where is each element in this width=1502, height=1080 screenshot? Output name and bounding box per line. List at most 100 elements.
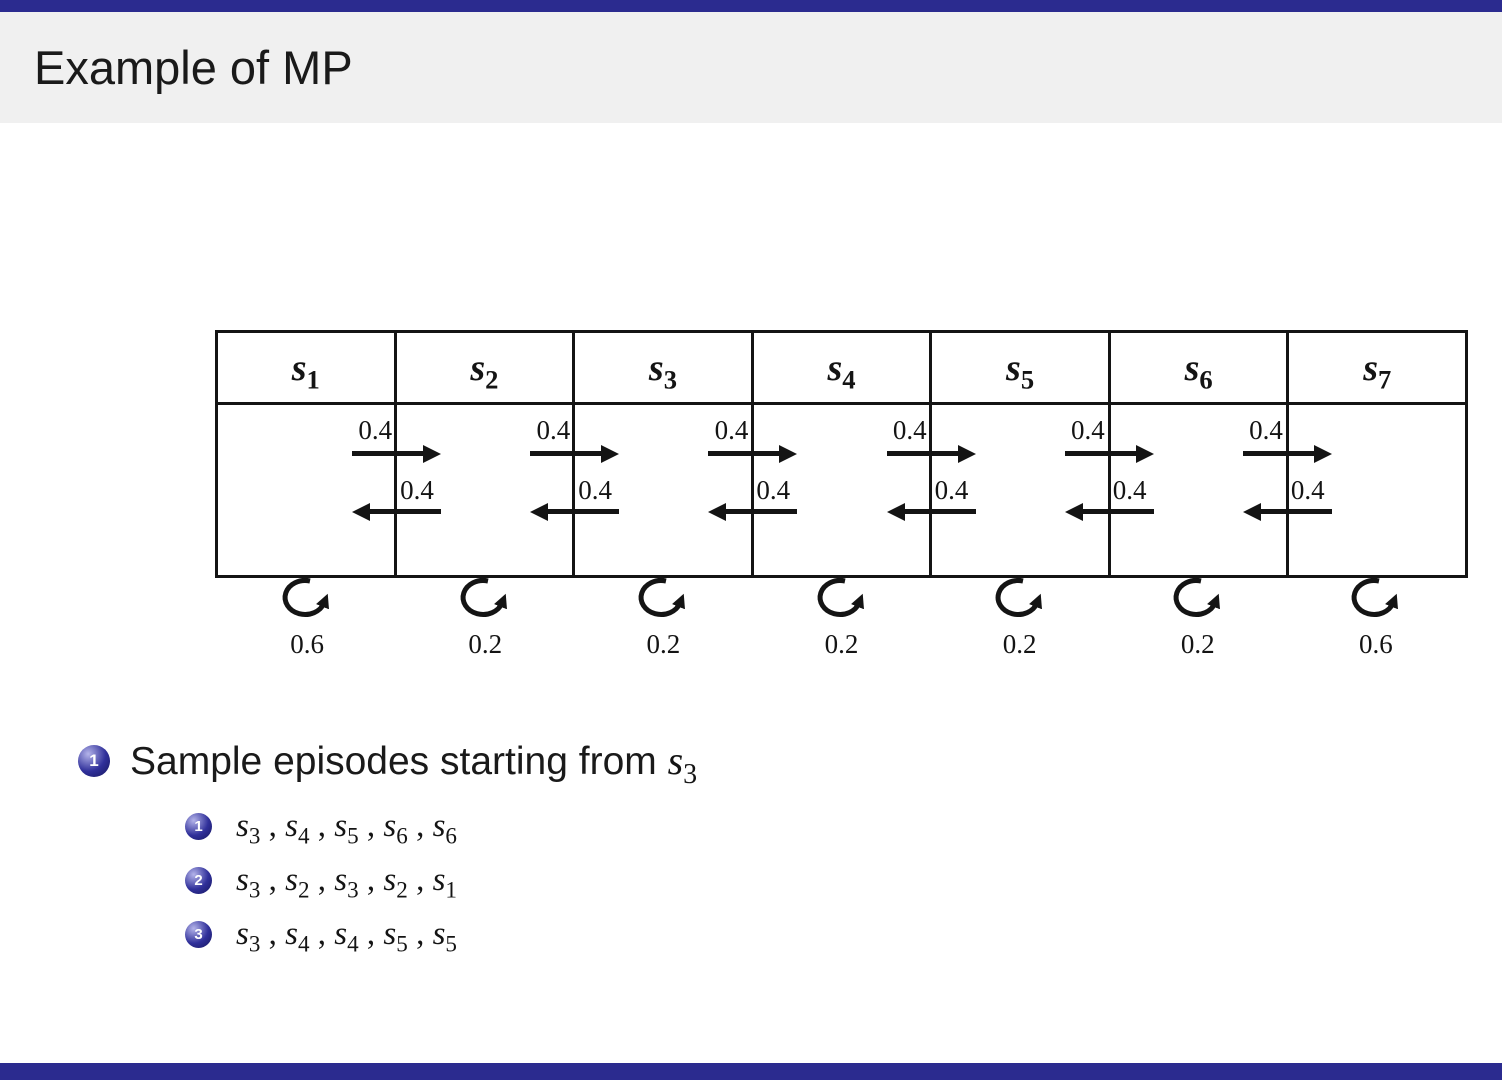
state-column: s4 <box>753 333 933 575</box>
state-index: 3 <box>663 364 677 395</box>
episode-state: s4 <box>285 916 309 955</box>
state-cell: s3 <box>575 333 751 405</box>
state-label: s5 <box>1006 346 1034 393</box>
state-symbol: s <box>236 862 249 898</box>
episode-state: s4 <box>285 808 309 847</box>
state-symbol: s <box>1006 346 1021 389</box>
state-cell-body <box>932 405 1108 575</box>
state-index: 4 <box>297 930 310 957</box>
self-loop-probability: 0.2 <box>1180 629 1215 659</box>
slide-body: 1 Sample episodes starting from s3 1 s3 … <box>78 737 697 955</box>
state-index: 3 <box>347 876 359 903</box>
state-cell-body <box>397 405 573 575</box>
state-cell-body <box>1111 405 1287 575</box>
state-symbol: s <box>334 808 348 844</box>
episode-separator: , <box>366 808 384 844</box>
episode-state: s5 <box>432 916 457 955</box>
state-index: 4 <box>842 364 856 395</box>
state-index: 6 <box>445 822 457 849</box>
state-symbol: s <box>648 346 664 389</box>
episode-state: s3 <box>236 916 260 955</box>
episode-badge: 3 <box>185 921 212 948</box>
episode-item: 1 s3 , s4 , s5 , s6 , s6 <box>185 808 697 847</box>
state-table: s1 s2 s3 s4 s5 s6 s7 <box>215 330 1468 578</box>
state-index: 4 <box>347 930 359 957</box>
episode-state: s6 <box>433 808 457 847</box>
episode-state: s2 <box>285 862 309 901</box>
episode-state: s3 <box>236 862 260 901</box>
state-symbol: s <box>383 916 397 952</box>
self-loop-probability: 0.6 <box>1359 629 1393 659</box>
state-index: 6 <box>1199 364 1213 395</box>
state-symbol: s <box>334 916 348 952</box>
episode-separator: , <box>366 862 384 898</box>
episode-state: s3 <box>334 862 358 901</box>
state-label: s6 <box>1184 346 1213 393</box>
state-symbol: s <box>432 916 446 952</box>
state-column: s7 <box>1289 333 1466 575</box>
episode-badge: 2 <box>185 867 212 894</box>
episode-separator: , <box>268 808 286 844</box>
state-cell: s5 <box>932 333 1108 405</box>
state-index: 3 <box>683 759 698 790</box>
state-index: 4 <box>297 822 310 849</box>
episode-sequence: s3 , s4 , s4 , s5 , s5 <box>236 916 457 955</box>
state-symbol: s <box>1363 346 1378 389</box>
state-symbol: s <box>432 862 446 898</box>
state-symbol: s <box>470 346 486 389</box>
episode-state: s5 <box>383 916 407 955</box>
state-index: 5 <box>347 822 359 849</box>
episode-badge: 1 <box>185 813 212 840</box>
state-cell: s2 <box>396 333 573 405</box>
top-accent-bar <box>0 0 1502 12</box>
state-cell-body <box>1289 405 1465 575</box>
state-symbol: s <box>827 346 843 389</box>
state-symbol: s <box>383 808 397 844</box>
state-cell: s6 <box>1110 333 1287 405</box>
episode-separator: , <box>366 916 384 952</box>
slide-title: Example of MP <box>34 41 353 94</box>
state-cell: s7 <box>1289 333 1466 405</box>
episode-separator: , <box>416 808 433 844</box>
self-loop-probability: 0.6 <box>290 629 324 659</box>
state-symbol: s <box>1184 346 1200 389</box>
self-loop-probability: 0.2 <box>1002 629 1037 659</box>
state-cell-body <box>754 405 930 575</box>
episode-list: 1 s3 , s4 , s5 , s6 , s6 2 s3 , s2 , s3 … <box>185 808 697 955</box>
state-label: s4 <box>827 346 855 393</box>
episode-state: s2 <box>383 862 407 901</box>
state-symbol: s <box>285 862 298 898</box>
state-cell-body <box>575 405 751 575</box>
state-label: s2 <box>470 346 498 393</box>
state-symbol: s <box>285 916 298 952</box>
state-column: s6 <box>1110 333 1290 575</box>
state-symbol: s <box>285 808 298 844</box>
state-symbol: s <box>667 738 684 783</box>
state-index: 1 <box>445 876 457 903</box>
episode-item: 3 s3 , s4 , s4 , s5 , s5 <box>185 916 697 955</box>
state-cell: s1 <box>218 333 394 405</box>
state-column: s5 <box>932 333 1111 575</box>
state-index: 5 <box>396 930 408 957</box>
episode-state: s3 <box>236 808 260 847</box>
state-label: s3 <box>648 346 677 393</box>
episode-sequence: s3 , s4 , s5 , s6 , s6 <box>236 808 457 847</box>
episode-state: s6 <box>383 808 407 847</box>
state-cell-body <box>218 405 394 575</box>
state-index: 7 <box>1378 364 1392 395</box>
episode-state: s1 <box>432 862 457 901</box>
state-index: 5 <box>445 930 457 957</box>
state-column: s2 <box>396 333 576 575</box>
state-label: s7 <box>1363 346 1391 393</box>
state-symbol: s <box>334 862 348 898</box>
episode-state: s4 <box>334 916 358 955</box>
episode-separator: , <box>317 862 335 898</box>
state-column: s1 <box>218 333 397 575</box>
item-text: Sample episodes starting from s3 <box>130 737 697 789</box>
state-index: 2 <box>485 364 499 395</box>
self-loop-probability: 0.2 <box>468 629 503 659</box>
episode-separator: , <box>268 862 286 898</box>
state-symbol: s <box>236 808 249 844</box>
episode-separator: , <box>416 862 433 898</box>
state-index: 3 <box>248 822 261 849</box>
